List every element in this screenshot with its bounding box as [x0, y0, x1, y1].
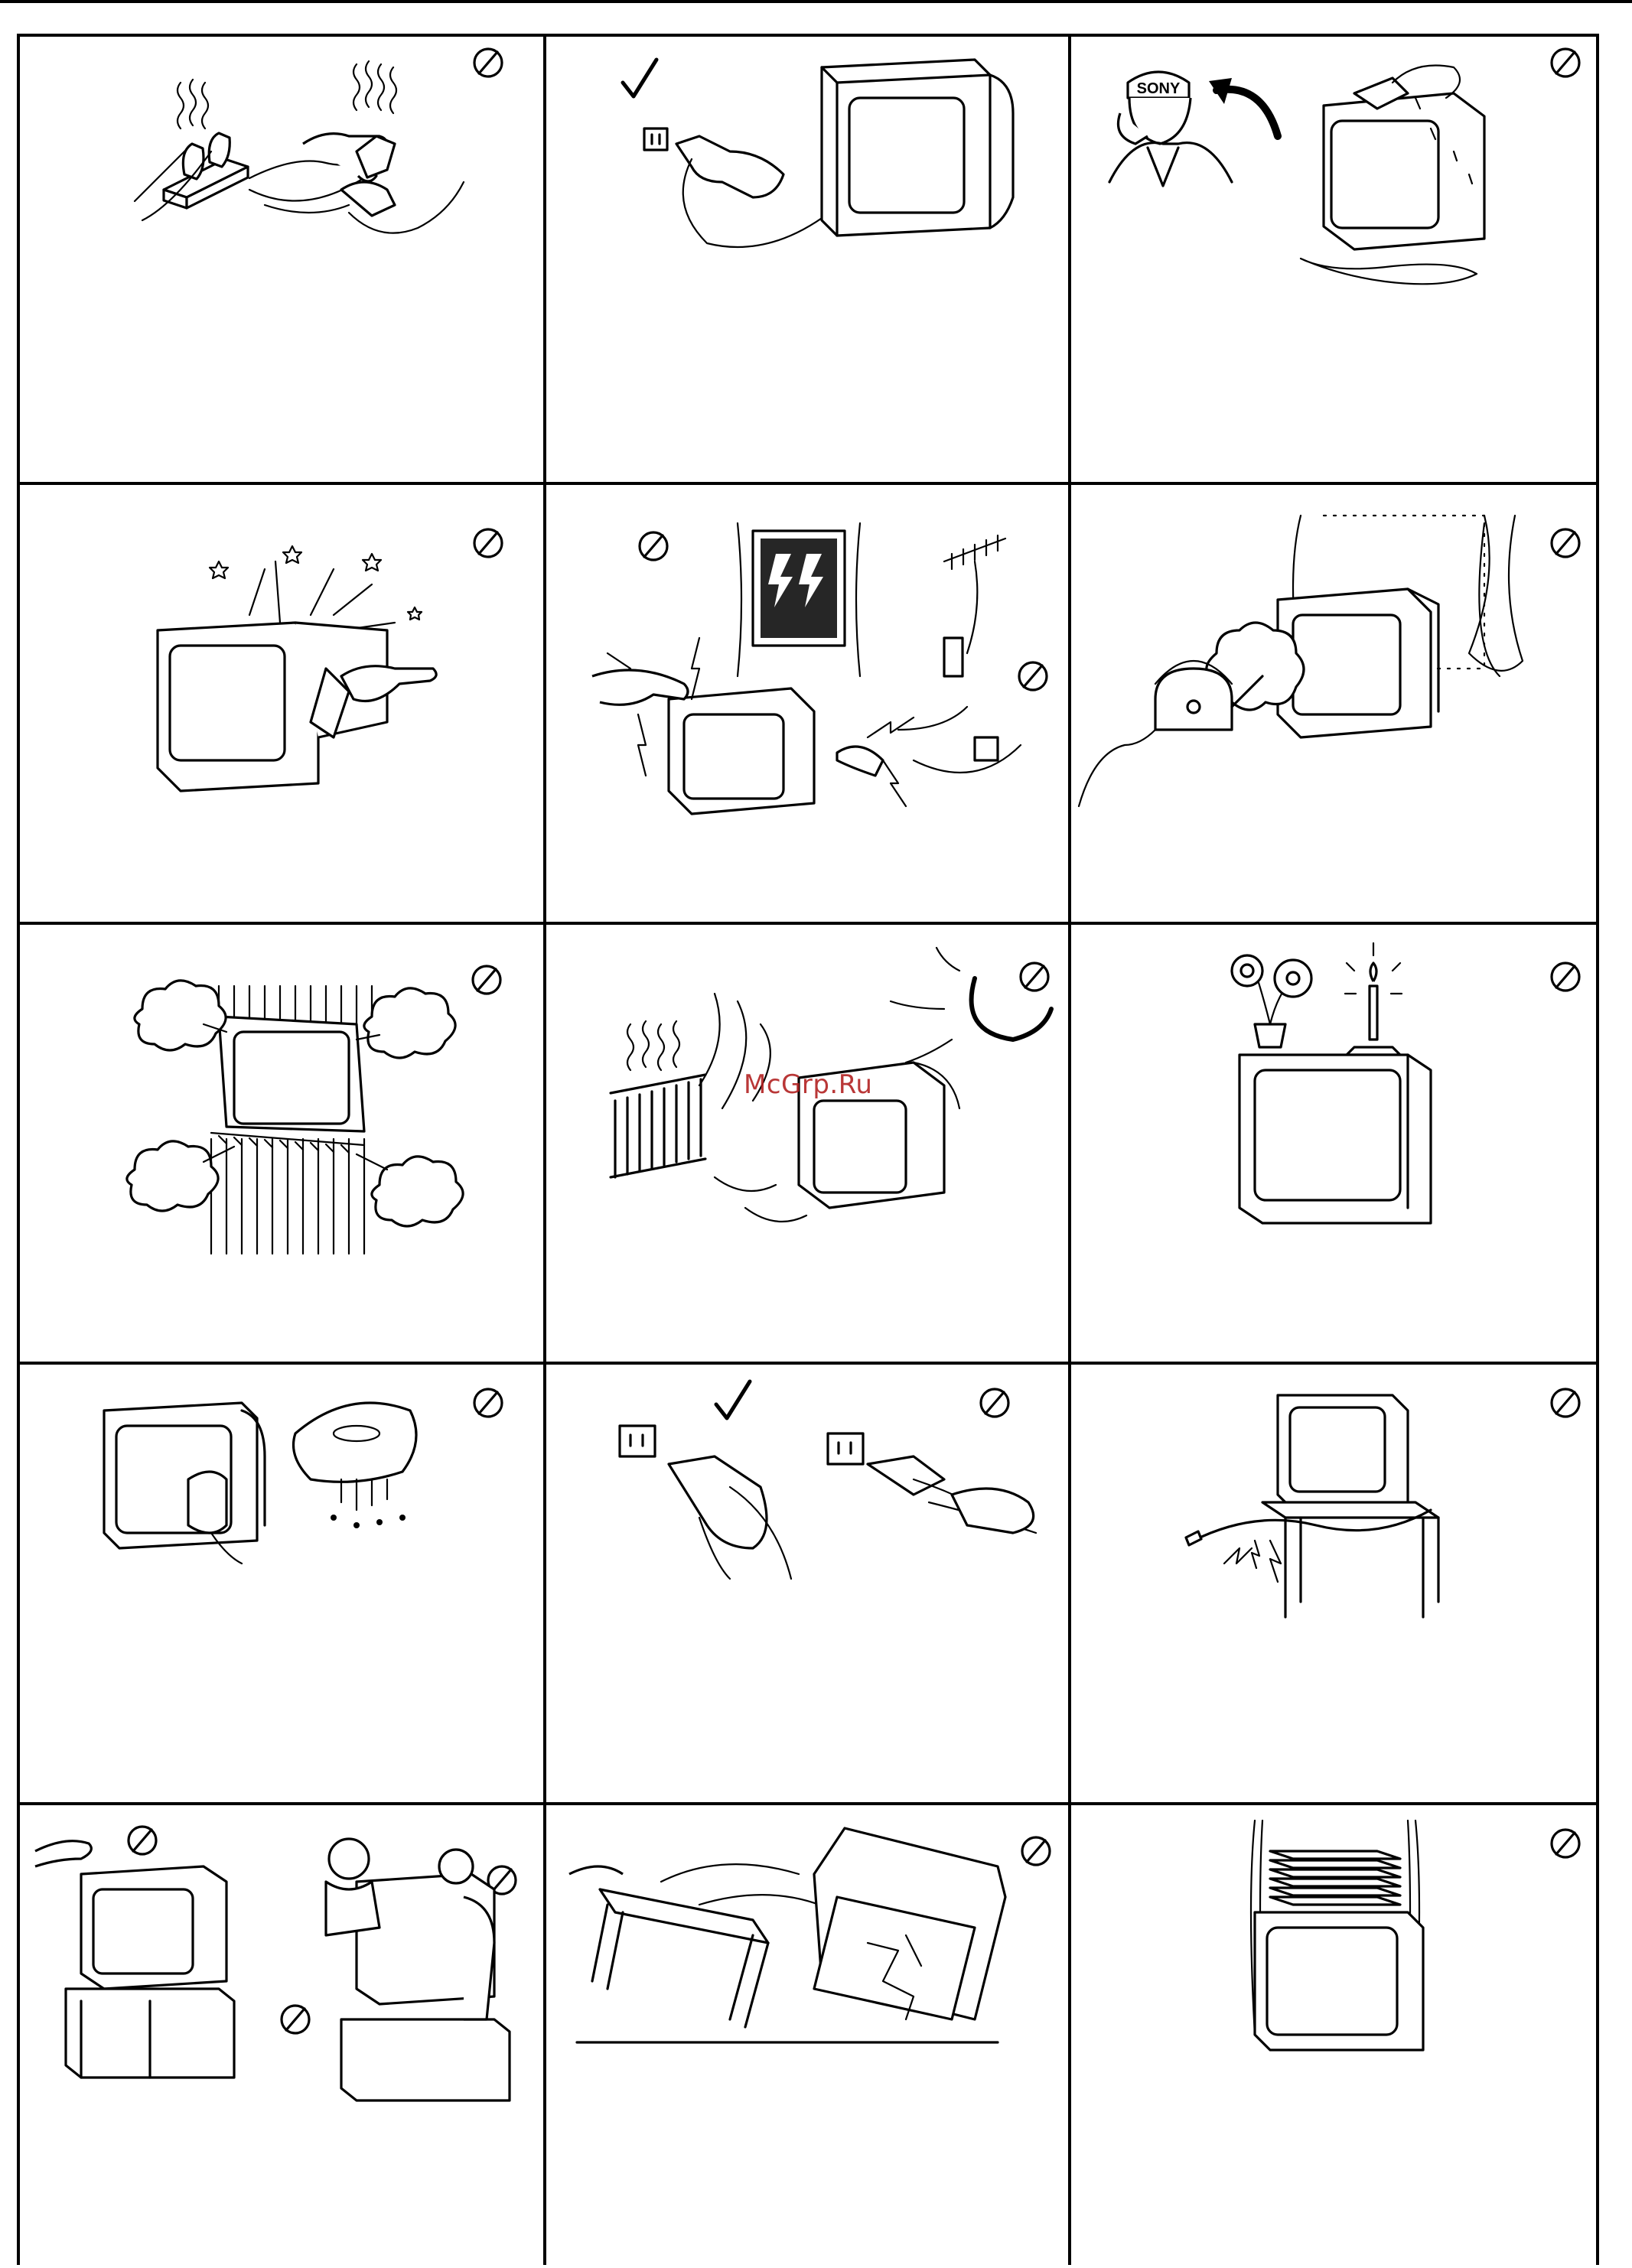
prohibited-icon	[1552, 1389, 1579, 1417]
moisture-steam-illustration	[1071, 485, 1599, 922]
prohibited-icon	[1552, 1830, 1579, 1857]
check-icon	[716, 1381, 750, 1418]
covered-by-curtains-illustration	[1071, 1805, 1599, 2268]
damaged-cord-illustration	[1071, 1365, 1599, 1802]
tv-icon	[1239, 1055, 1431, 1223]
tv-icon	[104, 1403, 265, 1548]
cord-sparks-icon	[1186, 1510, 1431, 1582]
cell-overloaded-outlet	[20, 37, 543, 482]
window-with-lightning-icon	[738, 523, 860, 676]
plug-handling-illustration	[546, 1365, 1068, 1802]
prohibited-icon	[474, 529, 502, 557]
tv-icon	[219, 1017, 364, 1131]
tv-with-spilled-vase-icon	[1301, 66, 1484, 285]
prohibited-icon	[474, 1389, 502, 1417]
prohibited-icon	[1021, 963, 1048, 991]
prohibited-icon	[981, 1389, 1008, 1417]
prohibited-icon	[473, 966, 500, 994]
heat-and-sun-illustration	[546, 925, 1068, 1362]
wall-outlet-icon	[620, 1426, 863, 1464]
cell-lightning	[546, 485, 1068, 922]
hand-pulling-cord-icon	[868, 1456, 1036, 1533]
falling-tv-icon	[814, 1828, 1005, 2019]
sparks-icon	[210, 546, 422, 630]
tv-on-stand-icon	[35, 1841, 234, 2078]
candle-icon	[1345, 943, 1402, 1055]
cell-ventilation	[20, 925, 543, 1362]
heat-lines-icon	[178, 61, 396, 129]
hand-with-plugs-icon	[303, 134, 464, 233]
wall-outlet-icon	[644, 129, 667, 150]
prohibited-icon	[1552, 963, 1579, 991]
cell-objects-in-vents	[20, 485, 543, 922]
blocked-ventilation-illustration	[20, 925, 543, 1362]
unplug-by-plug-illustration	[546, 37, 1068, 482]
check-icon	[623, 60, 656, 96]
arrow-icon	[1209, 78, 1278, 136]
lightning-do-not-touch-illustration	[546, 485, 1068, 922]
children-climbing-illustration	[20, 1805, 543, 2268]
unstable-stand-fall-illustration	[546, 1805, 1068, 2268]
tipping-table-icon	[569, 1864, 837, 2027]
tv-icon	[1278, 1395, 1408, 1510]
prohibited-icon	[640, 532, 667, 560]
prohibited-icon	[282, 2006, 309, 2033]
children-climbing-tv-icon	[326, 1839, 510, 2100]
tv-icon	[1255, 1912, 1423, 2050]
antenna-icon	[944, 535, 1005, 676]
wet-cloth-icon	[294, 1403, 417, 1528]
wet-cloth-cleaning-illustration	[20, 1365, 543, 1802]
hand-holding-plug-icon	[669, 1456, 791, 1579]
cell-heat-sun	[546, 925, 1068, 1362]
radiator-icon	[611, 1075, 705, 1177]
cell-moisture	[1071, 485, 1599, 922]
objects-into-vents-illustration	[20, 485, 543, 922]
overloaded-power-strip-illustration	[20, 37, 543, 482]
flower-vase-candle-illustration	[1071, 925, 1599, 1362]
cell-spill-call-service: SONY	[1071, 37, 1599, 482]
watermark-text: McGrp.Ru	[744, 1069, 872, 1100]
tv-icon	[669, 688, 814, 814]
cell-covered	[1071, 1805, 1599, 2268]
tv-icon	[158, 623, 387, 791]
stacked-papers-icon	[1270, 1851, 1400, 1905]
prohibited-icon	[129, 1827, 156, 1854]
call-service-after-spill-illustration: SONY	[1071, 37, 1599, 482]
cell-plug-handling	[546, 1365, 1068, 1802]
prohibited-icon	[474, 49, 502, 76]
prohibited-icon	[1552, 529, 1579, 557]
tv-icon	[822, 60, 1013, 236]
prohibited-icon	[1552, 49, 1579, 76]
cell-damaged-cord	[1071, 1365, 1599, 1802]
cell-cleaning	[20, 1365, 543, 1802]
cap-brand-label: SONY	[1137, 80, 1181, 97]
flower-pot-icon	[1232, 955, 1311, 1047]
prohibited-icon	[1019, 662, 1047, 690]
top-rule	[0, 0, 1632, 3]
safety-illustration-grid: SONY	[17, 34, 1599, 2265]
cell-vase-candle	[1071, 925, 1599, 1362]
cell-children	[20, 1805, 543, 2268]
cell-unplug-properly	[546, 37, 1068, 482]
prohibited-icon	[1022, 1837, 1050, 1865]
heat-lines-icon	[627, 994, 806, 1222]
cell-unstable-stand	[546, 1805, 1068, 2268]
